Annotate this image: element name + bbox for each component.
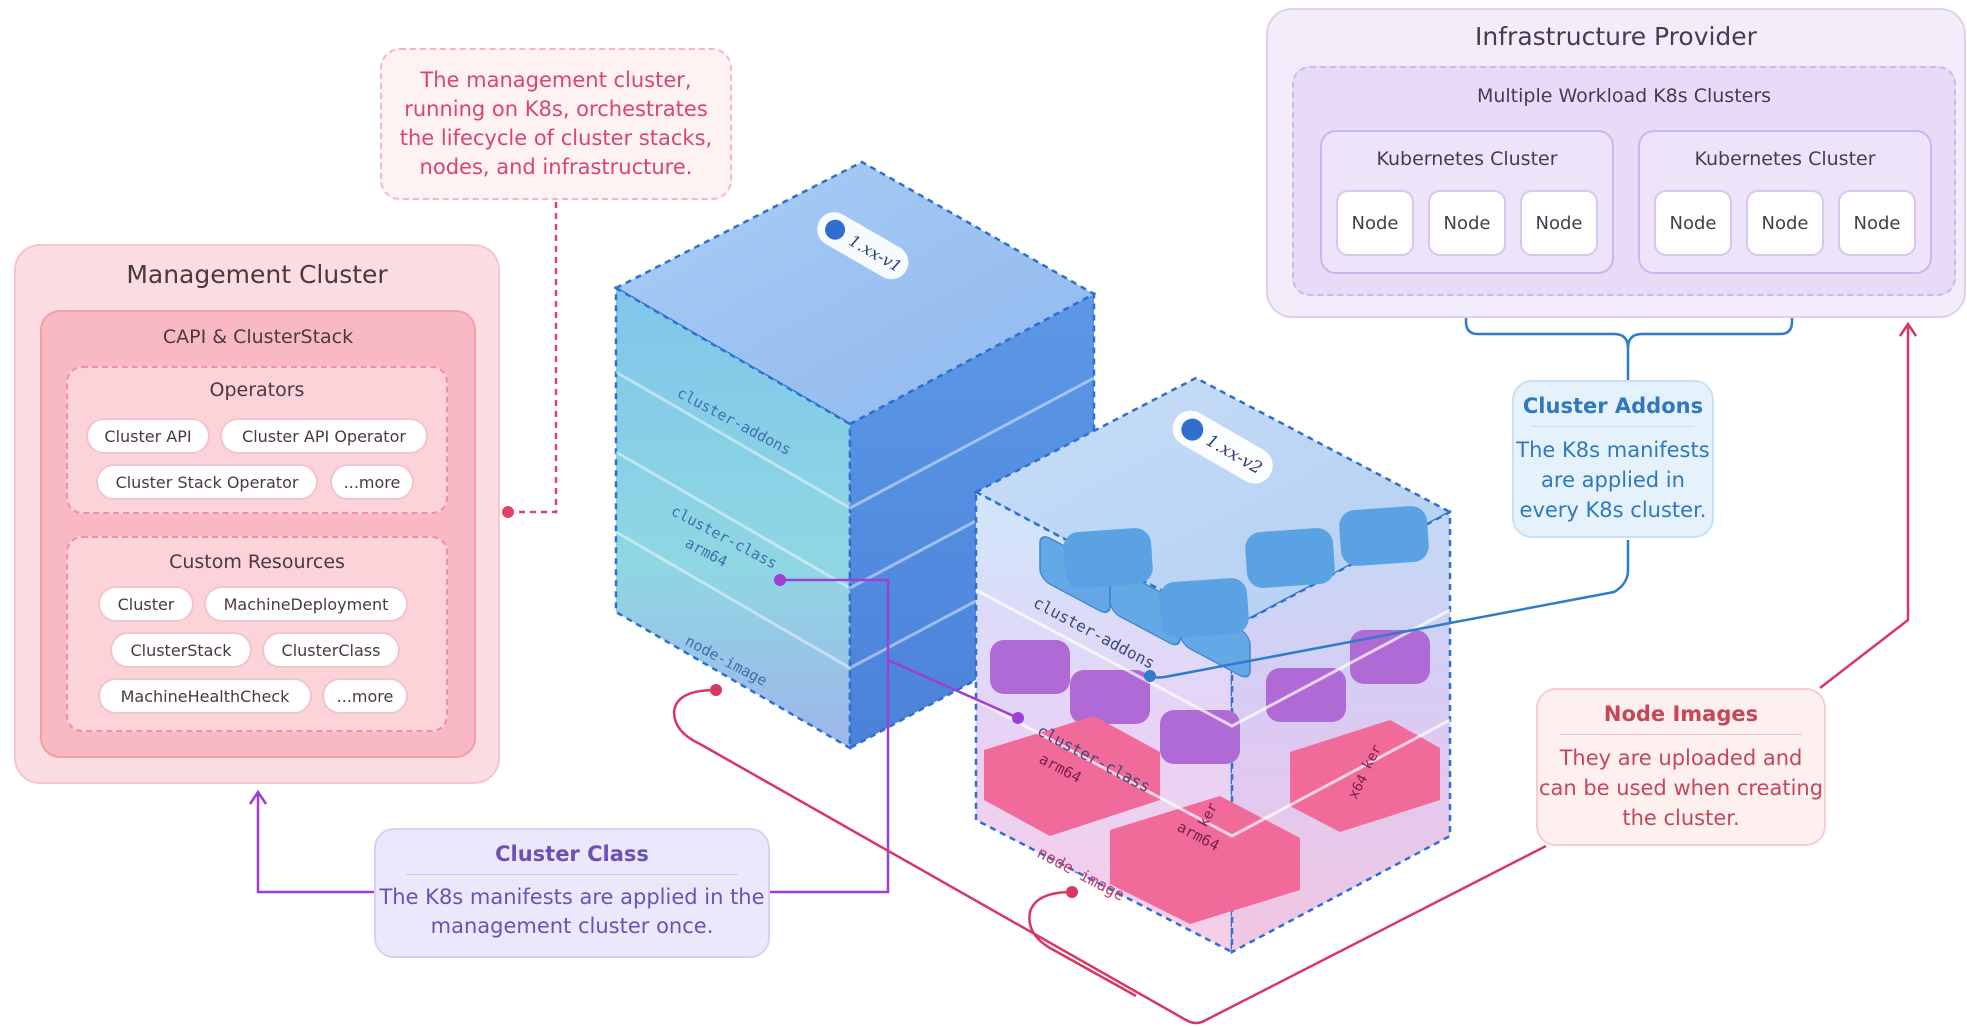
kubernetes-cluster-title: Kubernetes Cluster [1376, 148, 1558, 170]
cluster-class-callout: Cluster Class The K8s manifests are appl… [374, 828, 770, 958]
management-callout-text: The management cluster, running on K8s, … [399, 68, 713, 179]
management-cluster-title: Management Cluster [126, 259, 388, 289]
node: Node [1336, 190, 1414, 256]
cluster-addons-text: The K8s manifests are applied in every K… [1516, 438, 1710, 522]
cluster-class-title: Cluster Class [495, 842, 649, 866]
node: Node [1654, 190, 1732, 256]
management-cluster-callout: The management cluster, running on K8s, … [380, 48, 732, 200]
connector-node-images [672, 321, 1918, 1025]
cluster-stack-cube-v2: 1.xx-v2 cluster-addons cluster-class arm… [973, 376, 1453, 955]
custom-resource-pill: ...more [322, 678, 408, 714]
node-images-text: They are uploaded and can be used when c… [1538, 746, 1824, 830]
cluster-class-dot-v1 [774, 574, 786, 586]
custom-resource-pill: MachineDeployment [204, 586, 408, 622]
addons-dot-v2 [1144, 670, 1156, 682]
node-images-title: Node Images [1603, 702, 1759, 726]
cluster-addons-title: Cluster Addons [1522, 394, 1704, 418]
custom-resource-pill: ClusterStack [110, 632, 252, 668]
node-image-dot-v2 [1066, 886, 1078, 898]
connector-cluster-class [248, 578, 1019, 894]
cluster-class-text: The K8s manifests are applied in the man… [379, 885, 765, 938]
custom-resource-pill: ClusterClass [262, 632, 400, 668]
operator-pill: Cluster Stack Operator [96, 464, 318, 500]
node-images-callout: Node Images They are uploaded and can be… [1536, 688, 1826, 846]
cluster-addons-divider [1532, 426, 1694, 427]
cluster-class-divider [406, 874, 738, 875]
node-image-dot-v1 [710, 684, 722, 696]
custom-resources-title: Custom Resources [169, 551, 345, 573]
custom-resource-pill: Cluster [98, 586, 194, 622]
operators-title: Operators [209, 379, 305, 401]
infrastructure-provider-title: Infrastructure Provider [1475, 21, 1757, 51]
kubernetes-cluster-title: Kubernetes Cluster [1694, 148, 1876, 170]
capi-clusterstack-title: CAPI & ClusterStack [162, 326, 354, 348]
node: Node [1746, 190, 1824, 256]
node: Node [1520, 190, 1598, 256]
cluster-addons-callout: Cluster Addons The K8s manifests are app… [1512, 380, 1714, 538]
custom-resource-pill: MachineHealthCheck [98, 678, 312, 714]
node: Node [1428, 190, 1506, 256]
connector-management-callout [502, 202, 558, 518]
operator-pill: Cluster API Operator [220, 418, 428, 454]
cluster-class-dot-v2 [1012, 712, 1024, 724]
node-images-divider [1560, 734, 1802, 735]
operator-pill: ...more [330, 464, 414, 500]
node: Node [1838, 190, 1916, 256]
workload-clusters-title: Multiple Workload K8s Clusters [1476, 85, 1772, 107]
operator-pill: Cluster API [86, 418, 210, 454]
